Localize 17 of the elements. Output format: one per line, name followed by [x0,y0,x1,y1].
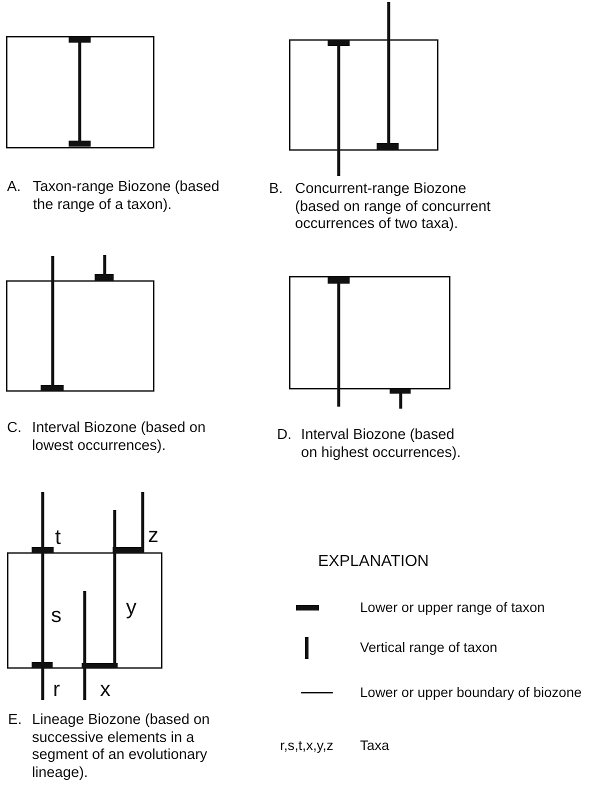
figure-caption: A. Taxon-range Biozone (based the range of a taxon). [7,179,220,214]
taxon-letter: y [126,597,136,618]
legend-label: Lower or upper boundary of biozone [360,685,582,701]
taxon-letter: t [55,527,61,548]
figure-caption: B. Concurrent-range Biozone (based on range of concurrent occurrences of two taxa). [269,181,492,234]
legend-label: Lower or upper range of taxon [360,600,545,616]
figure-caption: E. Lineage Biozone (based on successive elements in a segment of an evolutionary lineage). [8,712,211,782]
taxon-letter: s [51,605,62,626]
legend-key-text: r,s,t,x,y,z [280,738,334,754]
figure-caption: C. Interval Biozone (based on lowest occurrences). [7,420,207,456]
legend-label: Vertical range of taxon [360,640,498,656]
taxon-letter: x [100,679,110,700]
taxon-letter: r [53,679,60,700]
legend-heading: EXPLANATION [318,553,429,571]
figure-caption: D. Interval Biozone (based on highest occurrences). [277,427,462,462]
taxon-letter: z [148,525,158,546]
legend-label: Taxa [360,738,390,754]
